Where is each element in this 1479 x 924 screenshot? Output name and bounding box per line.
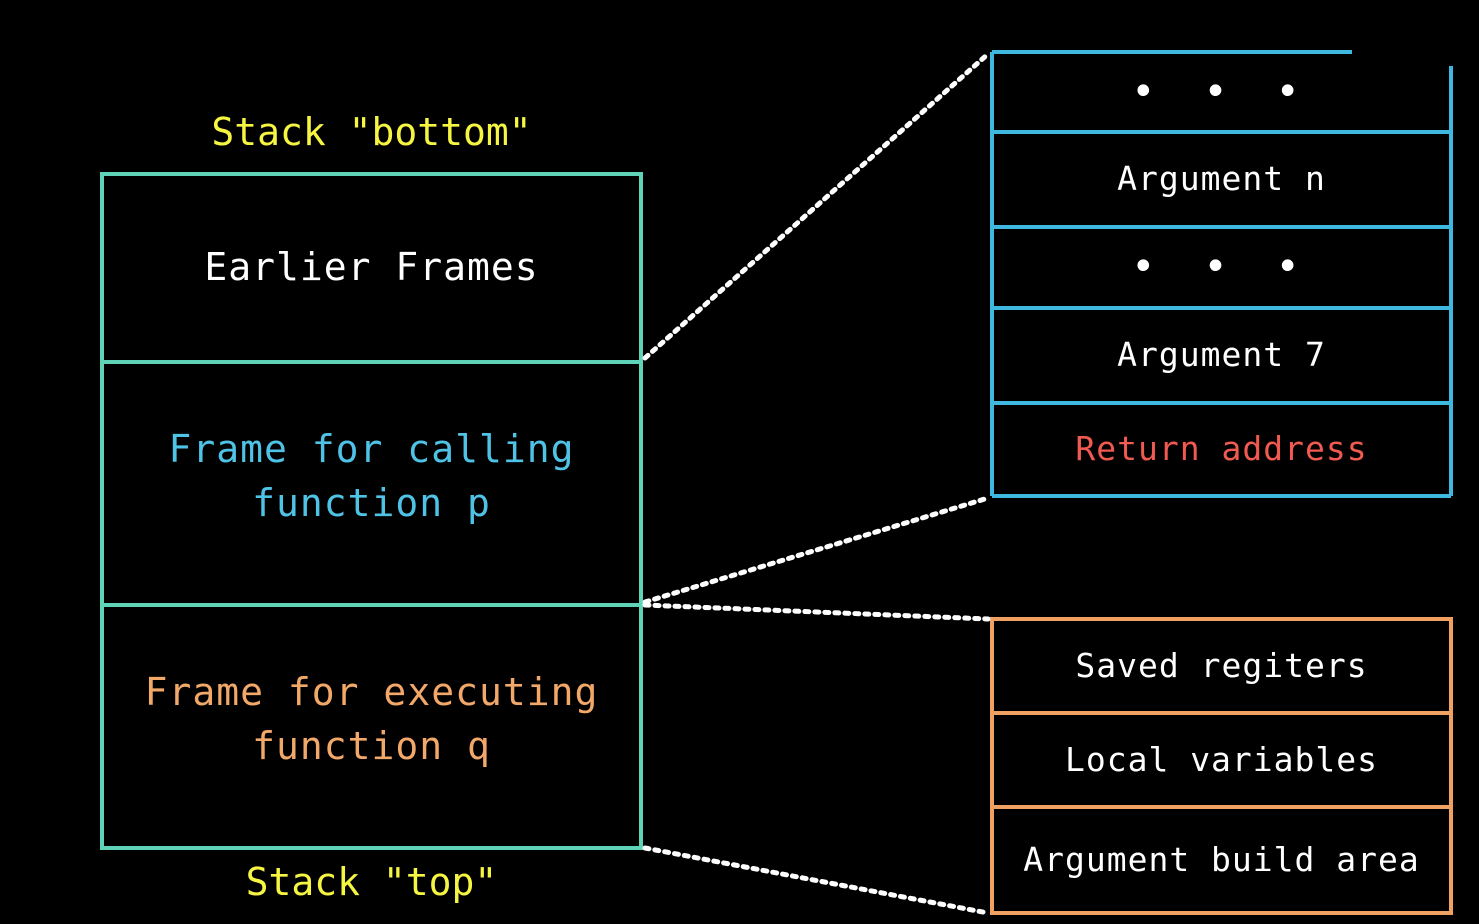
caller-frame-cell: Frame for calling function p	[168, 426, 575, 525]
connector-caller-top	[642, 51, 991, 361]
callee-detail-outline	[990, 617, 1453, 915]
earlier-frames-cell: Earlier Frames	[204, 245, 539, 290]
caller-detail-outline	[990, 50, 1453, 498]
local-variables-cell: Local variables	[1064, 739, 1378, 779]
argument-build-area-cell: Argument build area	[1023, 839, 1420, 879]
connector-callee-bottom	[642, 845, 991, 916]
connector-caller-bottom	[642, 495, 991, 605]
callee-frame-cell: Frame for executing function q	[144, 669, 599, 768]
saved-registers-cell: Saved regiters	[1075, 645, 1368, 685]
stack-box-outline	[100, 172, 643, 850]
connector-callee-top	[642, 602, 991, 622]
stack-top-label: Stack "top"	[245, 860, 498, 904]
argument-n-cell: Argument n	[1117, 159, 1326, 199]
argument-7-cell: Argument 7	[1117, 335, 1326, 375]
return-address-cell: Return address	[1075, 429, 1368, 469]
caller-ellipsis-top: • • •	[1131, 68, 1312, 115]
dotted-connectors	[642, 51, 991, 916]
stack-bottom-label: Stack "bottom"	[211, 110, 532, 154]
caller-ellipsis-middle: • • •	[1131, 244, 1312, 291]
